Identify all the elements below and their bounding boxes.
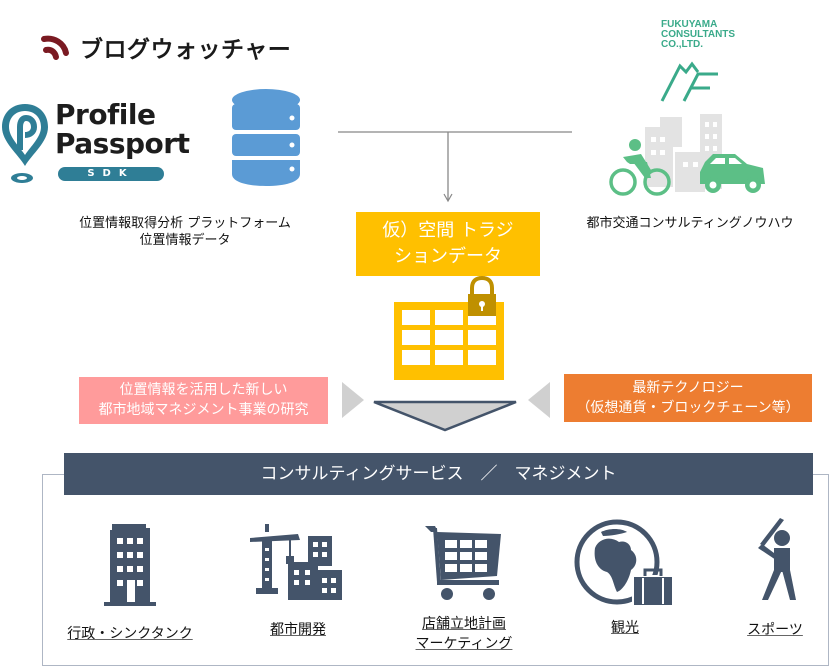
blogwatcher-logo: ブログウォッチャー: [40, 30, 291, 64]
funnel-arrows: [342, 382, 550, 432]
service-tourism[interactable]: 観光: [555, 518, 695, 638]
suitcase-icon: [632, 568, 674, 607]
left-caption-line2: 位置情報データ: [139, 233, 231, 248]
globe-suitcase-icon: [574, 519, 674, 607]
service-label: 都市開発: [270, 622, 326, 638]
sdk-badge: SDK: [58, 167, 164, 181]
database-icon: [232, 89, 300, 186]
research-line2: 都市地域マネジメント事業の研究: [98, 402, 309, 418]
profile-passport-title: Profile Passport: [55, 98, 190, 160]
data-box-line2: ションデータ: [394, 246, 502, 267]
padlock-icon: [468, 276, 496, 316]
bicycle-rider-icon: [609, 168, 671, 196]
service-label-line1: 店舗立地計画: [422, 616, 506, 632]
service-sports[interactable]: スポーツ: [705, 516, 840, 640]
left-caption-line1: 位置情報取得分析 プラットフォーム: [79, 216, 291, 231]
city-traffic-icon: [609, 114, 765, 196]
service-label: 観光: [611, 620, 639, 636]
services-header: コンサルティングサービス ／ マネジメント: [64, 453, 813, 495]
left-source-caption: 位置情報取得分析 プラットフォーム 位置情報データ: [40, 215, 330, 249]
technology-line1: 最新テクノロジー: [632, 380, 744, 396]
locked-table-icon: [394, 276, 504, 380]
baseball-batter-icon: [758, 518, 796, 600]
service-retail-marketing[interactable]: 店舗立地計画 マーケティング: [394, 524, 534, 654]
mountain-f-icon: [660, 61, 718, 102]
profile-passport-logo: Profile Passport SDK: [0, 100, 190, 185]
shopping-cart-icon: [425, 526, 501, 600]
service-label-line2: マーケティング: [415, 636, 513, 652]
fukuyama-line1: FUKUYAMA: [661, 19, 718, 30]
signal-waves-icon: [41, 35, 69, 60]
technology-line2: （仮想通貨・ブロックチェーン等）: [576, 400, 800, 416]
passport-text: Passport: [55, 127, 190, 160]
blogwatcher-name: ブログウォッチャー: [80, 37, 292, 63]
crane-buildings-icon: [250, 524, 342, 600]
service-urban-development[interactable]: 都市開発: [228, 524, 368, 640]
down-funnel-arrow: [373, 400, 517, 432]
research-line1: 位置情報を活用した新しい: [119, 382, 288, 398]
technology-input-box: 最新テクノロジー （仮想通貨・ブロックチェーン等）: [564, 374, 812, 422]
merge-connector: [338, 131, 572, 203]
service-label: スポーツ: [747, 622, 803, 638]
office-building-icon: [104, 524, 156, 606]
research-input-box: 位置情報を活用した新しい 都市地域マネジメント事業の研究: [79, 377, 328, 424]
fukuyama-line2: CONSULTANTS: [661, 29, 736, 40]
fukuyama-logo-text: FUKUYAMA CONSULTANTS CO.,LTD.: [661, 20, 735, 50]
right-pointing-arrow: [342, 382, 364, 418]
fukuyama-line3: CO.,LTD.: [661, 39, 704, 50]
service-government[interactable]: 行政・シンクタンク: [60, 522, 200, 644]
service-label: 行政・シンクタンク: [67, 626, 193, 642]
data-box-line1: 仮）空間 トラジ: [382, 220, 514, 241]
right-source-caption: 都市交通コンサルティングノウハウ: [586, 216, 794, 231]
spatial-transition-data-box: 仮）空間 トラジ ションデータ: [356, 212, 540, 276]
map-pin-icon: [2, 104, 48, 183]
left-pointing-arrow: [528, 382, 550, 418]
profile-text: Profile: [55, 98, 156, 131]
